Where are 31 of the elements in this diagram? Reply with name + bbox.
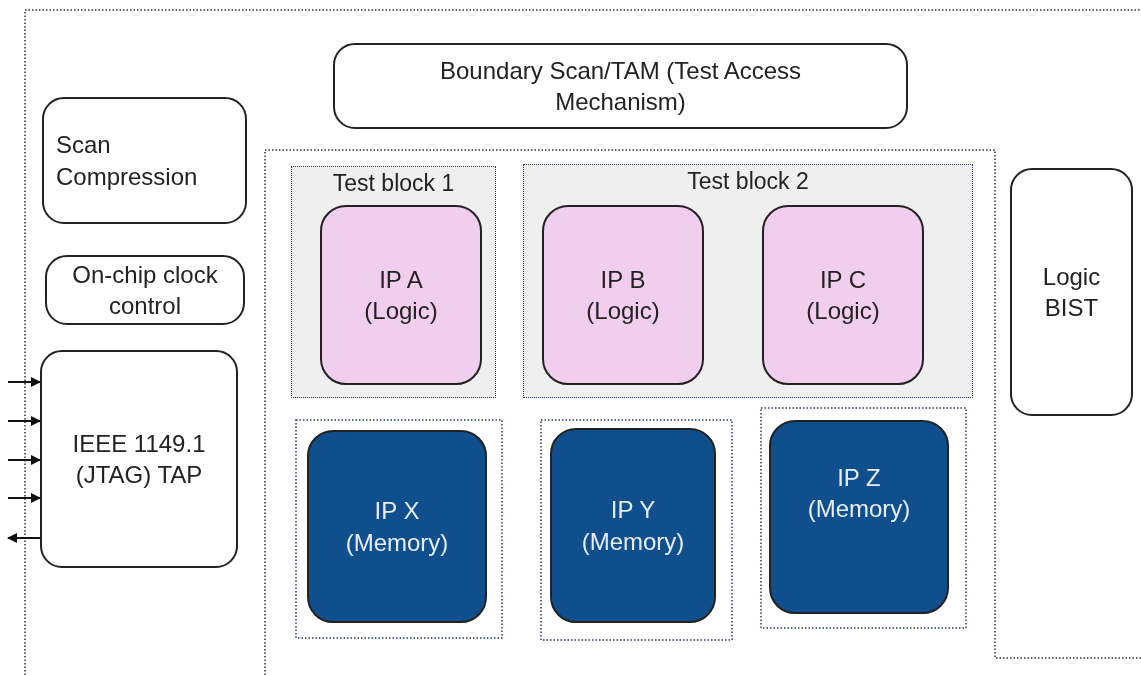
process-box xyxy=(1010,168,1133,416)
signal-arrow xyxy=(7,377,41,387)
process-box xyxy=(42,97,247,224)
node-label: IEEE 1149.1 (JTAG) TAP xyxy=(71,428,207,490)
node-label: IP Z (Memory) xyxy=(806,463,912,525)
memory-ip-block xyxy=(769,420,949,614)
node-label: IP B (Logic) xyxy=(585,264,661,326)
signal-arrow xyxy=(7,416,41,426)
logic-ip-block xyxy=(762,205,924,385)
group-heading: Test block 1 xyxy=(331,169,456,198)
logic-ip-block xyxy=(542,205,704,385)
node-label: IP Y (Memory) xyxy=(580,495,686,557)
memory-ip-block xyxy=(307,430,487,623)
logic-ip-block xyxy=(320,205,482,385)
node-label: Scan Compression xyxy=(56,130,199,192)
group-heading: Test block 2 xyxy=(686,167,810,196)
node-label: On-chip clock control xyxy=(71,259,219,321)
memory-ip-block xyxy=(550,428,716,623)
signal-arrow xyxy=(7,493,41,503)
test-block-region xyxy=(523,164,973,398)
test-block-region xyxy=(291,166,496,398)
process-box xyxy=(40,350,238,568)
signal-arrow xyxy=(7,533,41,543)
signal-arrow xyxy=(7,455,41,465)
node-label: IP C (Logic) xyxy=(805,264,881,326)
node-label: IP X (Memory) xyxy=(344,496,450,558)
node-label: Logic BIST xyxy=(1041,261,1102,323)
node-label: IP A (Logic) xyxy=(363,264,439,326)
process-box xyxy=(333,43,908,129)
process-box xyxy=(45,255,245,325)
node-label: Boundary Scan/TAM (Test Access Mechanism) xyxy=(439,55,802,117)
